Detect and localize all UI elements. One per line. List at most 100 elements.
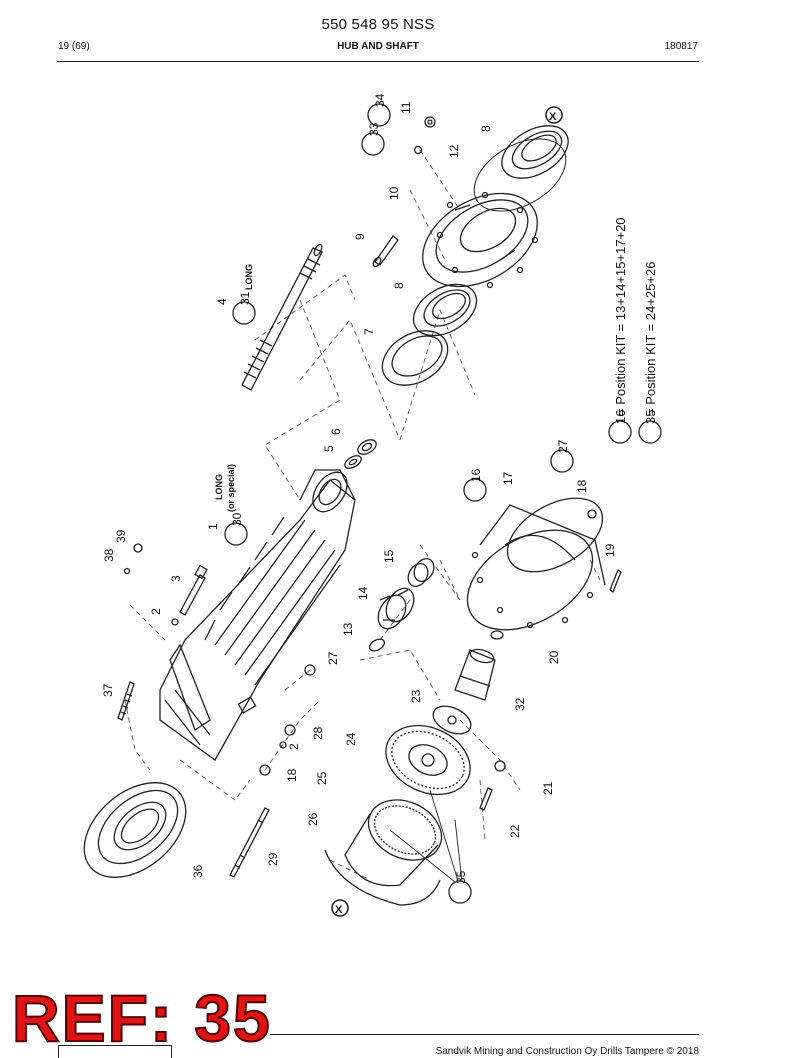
- callout-26: 26: [306, 812, 320, 826]
- part-20-washer: [490, 630, 504, 640]
- callout-6: 6: [329, 428, 343, 435]
- kit-legend: 16 = Position KIT = 13+14+15+17+20 35 = …: [608, 217, 662, 444]
- svg-text:16: 16: [469, 468, 483, 482]
- callout-29: 29: [266, 852, 280, 866]
- callout-11: 11: [399, 101, 413, 114]
- doc-number: 550 548 95 NSS: [321, 16, 435, 33]
- part-36-flange-ring: [83, 782, 187, 878]
- x-marker-top: X: [545, 106, 563, 124]
- part-7-seal: [381, 330, 449, 386]
- kit-legend-16: 16 = Position KIT = 13+14+15+17+20: [608, 217, 632, 444]
- callout-23: 23: [409, 689, 423, 703]
- label-long-shaft: LONG: [244, 264, 254, 290]
- label-or-special: (or special): [226, 464, 236, 512]
- callout-27a: 27: [326, 651, 340, 665]
- callout-1: 1: [206, 523, 220, 530]
- callout-31-circle: 31: [232, 291, 256, 325]
- callout-8b: 8: [479, 125, 493, 132]
- assembly-guide-lines: [124, 149, 601, 881]
- callout-39: 39: [114, 529, 128, 543]
- x-marker-bottom: X: [331, 899, 349, 917]
- callout-8a: 8: [392, 282, 406, 289]
- part-2-washer-b: [279, 741, 287, 749]
- footer-copyright: Sandvik Mining and Construction Oy Drill…: [435, 1046, 699, 1057]
- callout-36: 36: [191, 864, 205, 878]
- callout-27b-circle: 27: [550, 439, 574, 473]
- part-3-bolt: [179, 564, 208, 616]
- callout-numbers: 1 2 2 3 4 5 6 7 8 8 9 10 11 12 13 14 15 …: [101, 101, 617, 878]
- callout-30-circle: 30: [224, 512, 248, 546]
- part-28-nut: [284, 724, 296, 736]
- ref-stamp: REF: 35: [11, 981, 272, 1055]
- callout-32: 32: [513, 697, 527, 711]
- svg-text:X: X: [549, 111, 557, 123]
- part-19-pin: [609, 569, 622, 593]
- label-long-hub: LONG: [214, 474, 224, 500]
- part-18-nut-a: [259, 764, 271, 776]
- callout-35-circle: 35: [389, 789, 472, 904]
- header-rule: [57, 61, 699, 62]
- part-37-stud: [117, 681, 135, 721]
- callout-9: 9: [353, 233, 367, 240]
- callout-4: 4: [215, 298, 229, 305]
- svg-text:16: 16: [613, 410, 628, 424]
- document-date: 180817: [664, 41, 698, 52]
- part-32-sun-gear: [454, 648, 496, 701]
- part-23-thrust-plate: [432, 705, 472, 735]
- footer-logo: [58, 1045, 172, 1058]
- callout-22: 22: [508, 824, 522, 838]
- svg-text:34: 34: [373, 93, 387, 107]
- part-5-6-rings: [344, 439, 377, 469]
- callout-24: 24: [344, 732, 358, 746]
- svg-text:31: 31: [238, 291, 252, 305]
- callout-2a: 2: [149, 608, 163, 615]
- part-25-internal-ring: [344, 799, 443, 887]
- callout-21: 21: [541, 781, 555, 795]
- callout-3: 3: [169, 575, 183, 582]
- callout-5: 5: [322, 445, 336, 452]
- part-4-shaft: [241, 243, 323, 391]
- drawing-labels: LONG LONG (or special): [214, 264, 254, 512]
- callout-19: 19: [603, 543, 617, 557]
- callout-34-circle: 34: [367, 93, 391, 127]
- part-12-o-ring: [473, 138, 567, 212]
- part-1-main-housing: [159, 469, 356, 761]
- svg-text:27: 27: [556, 439, 570, 453]
- part-18-nut-b: [587, 509, 597, 519]
- part-2-washer-a: [171, 618, 179, 626]
- callout-20: 20: [547, 650, 561, 664]
- part-9-bolt: [372, 235, 399, 268]
- callout-17: 17: [501, 471, 515, 485]
- part-33-washer: [413, 145, 423, 155]
- part-15-gear: [407, 558, 435, 587]
- section-title: HUB AND SHAFT: [337, 41, 419, 52]
- part-11-nut: [424, 116, 436, 128]
- callout-16-circle: 16: [463, 468, 487, 502]
- circled-callouts: 30 31 33 34 16 27 35: [224, 93, 574, 904]
- part-8-bearing-inner: [412, 283, 478, 337]
- svg-text:30: 30: [230, 512, 244, 526]
- callout-37: 37: [101, 683, 115, 697]
- callout-18a: 18: [285, 768, 299, 782]
- svg-text:= Position KIT = 13+14+15+17+2: = Position KIT = 13+14+15+17+20: [613, 217, 628, 416]
- callout-7: 7: [362, 328, 376, 335]
- callout-10: 10: [387, 186, 401, 200]
- callout-2b: 2: [287, 743, 301, 750]
- part-22-stud: [479, 787, 493, 811]
- callout-38: 38: [102, 548, 116, 562]
- callout-12: 12: [447, 144, 461, 158]
- svg-text:35: 35: [643, 410, 658, 424]
- part-17-carrier: [466, 497, 606, 631]
- part-27-nut-a: [304, 664, 316, 676]
- svg-text:X: X: [335, 904, 343, 916]
- callout-25: 25: [315, 771, 329, 785]
- part-24-gear-wheel: [385, 724, 471, 796]
- part-10-hub: [422, 191, 539, 289]
- footer-rule: [270, 1034, 699, 1035]
- part-14-gear: [377, 587, 415, 630]
- callout-18b: 18: [575, 479, 589, 493]
- page-number: 19 (69): [58, 41, 90, 52]
- part-26-snap-ring: [324, 849, 441, 906]
- part-38-washer: [123, 567, 131, 575]
